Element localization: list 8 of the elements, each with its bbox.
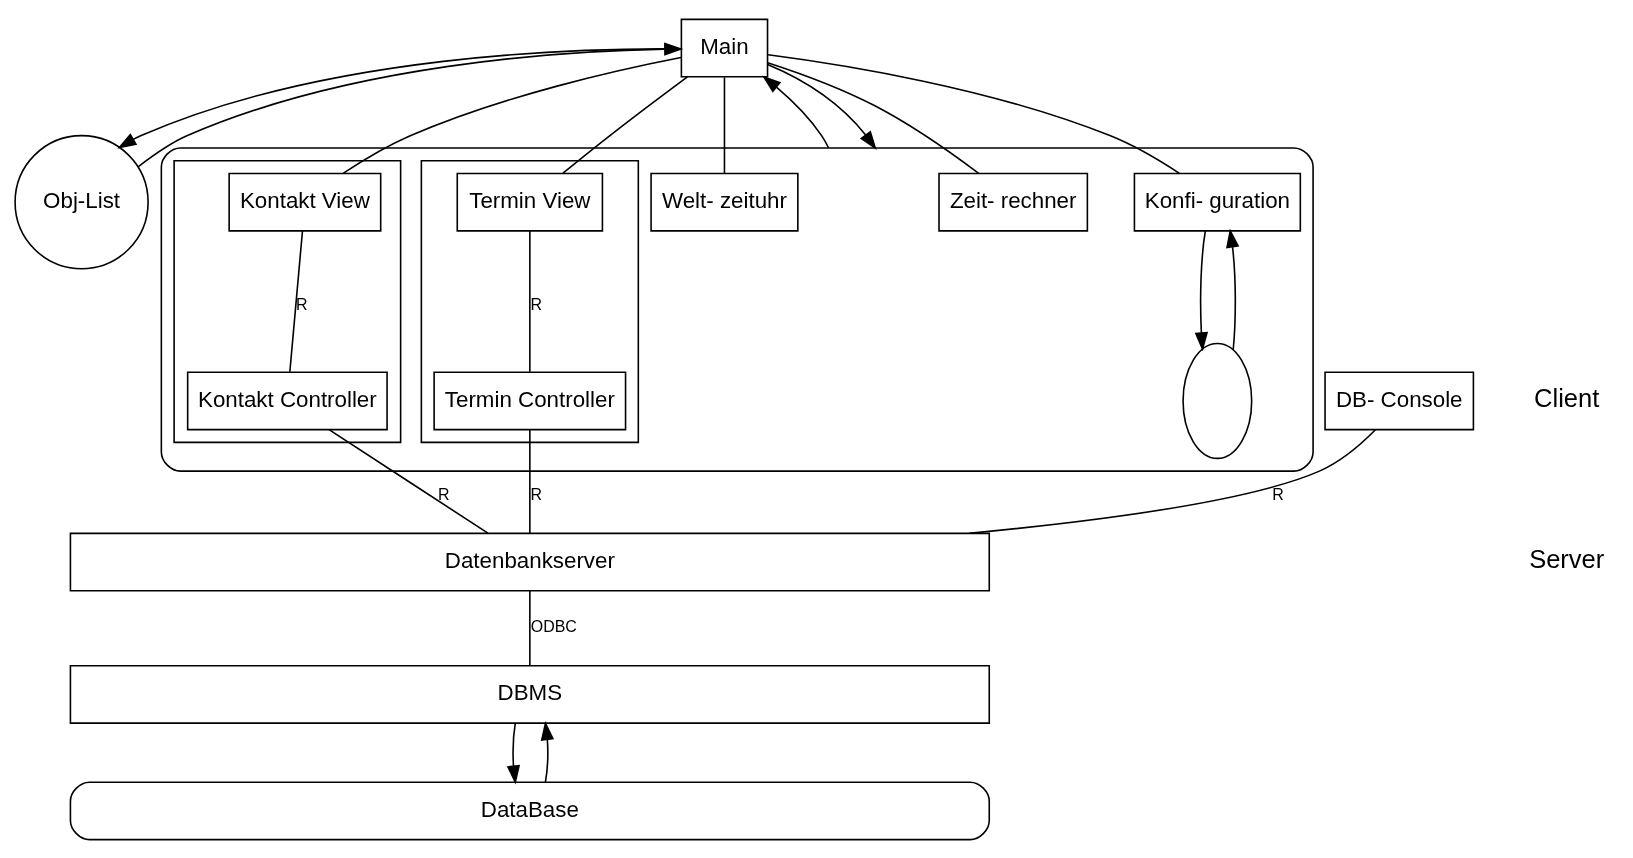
label: Server bbox=[1529, 544, 1605, 573]
edge-label: R bbox=[530, 485, 542, 503]
edge-label: ODBC bbox=[530, 617, 577, 635]
edge-label: R bbox=[295, 295, 308, 313]
edge-label: R bbox=[530, 295, 542, 313]
edge-label: R bbox=[437, 485, 450, 503]
label: Client bbox=[1534, 383, 1600, 412]
edge-label: R bbox=[1272, 485, 1284, 503]
